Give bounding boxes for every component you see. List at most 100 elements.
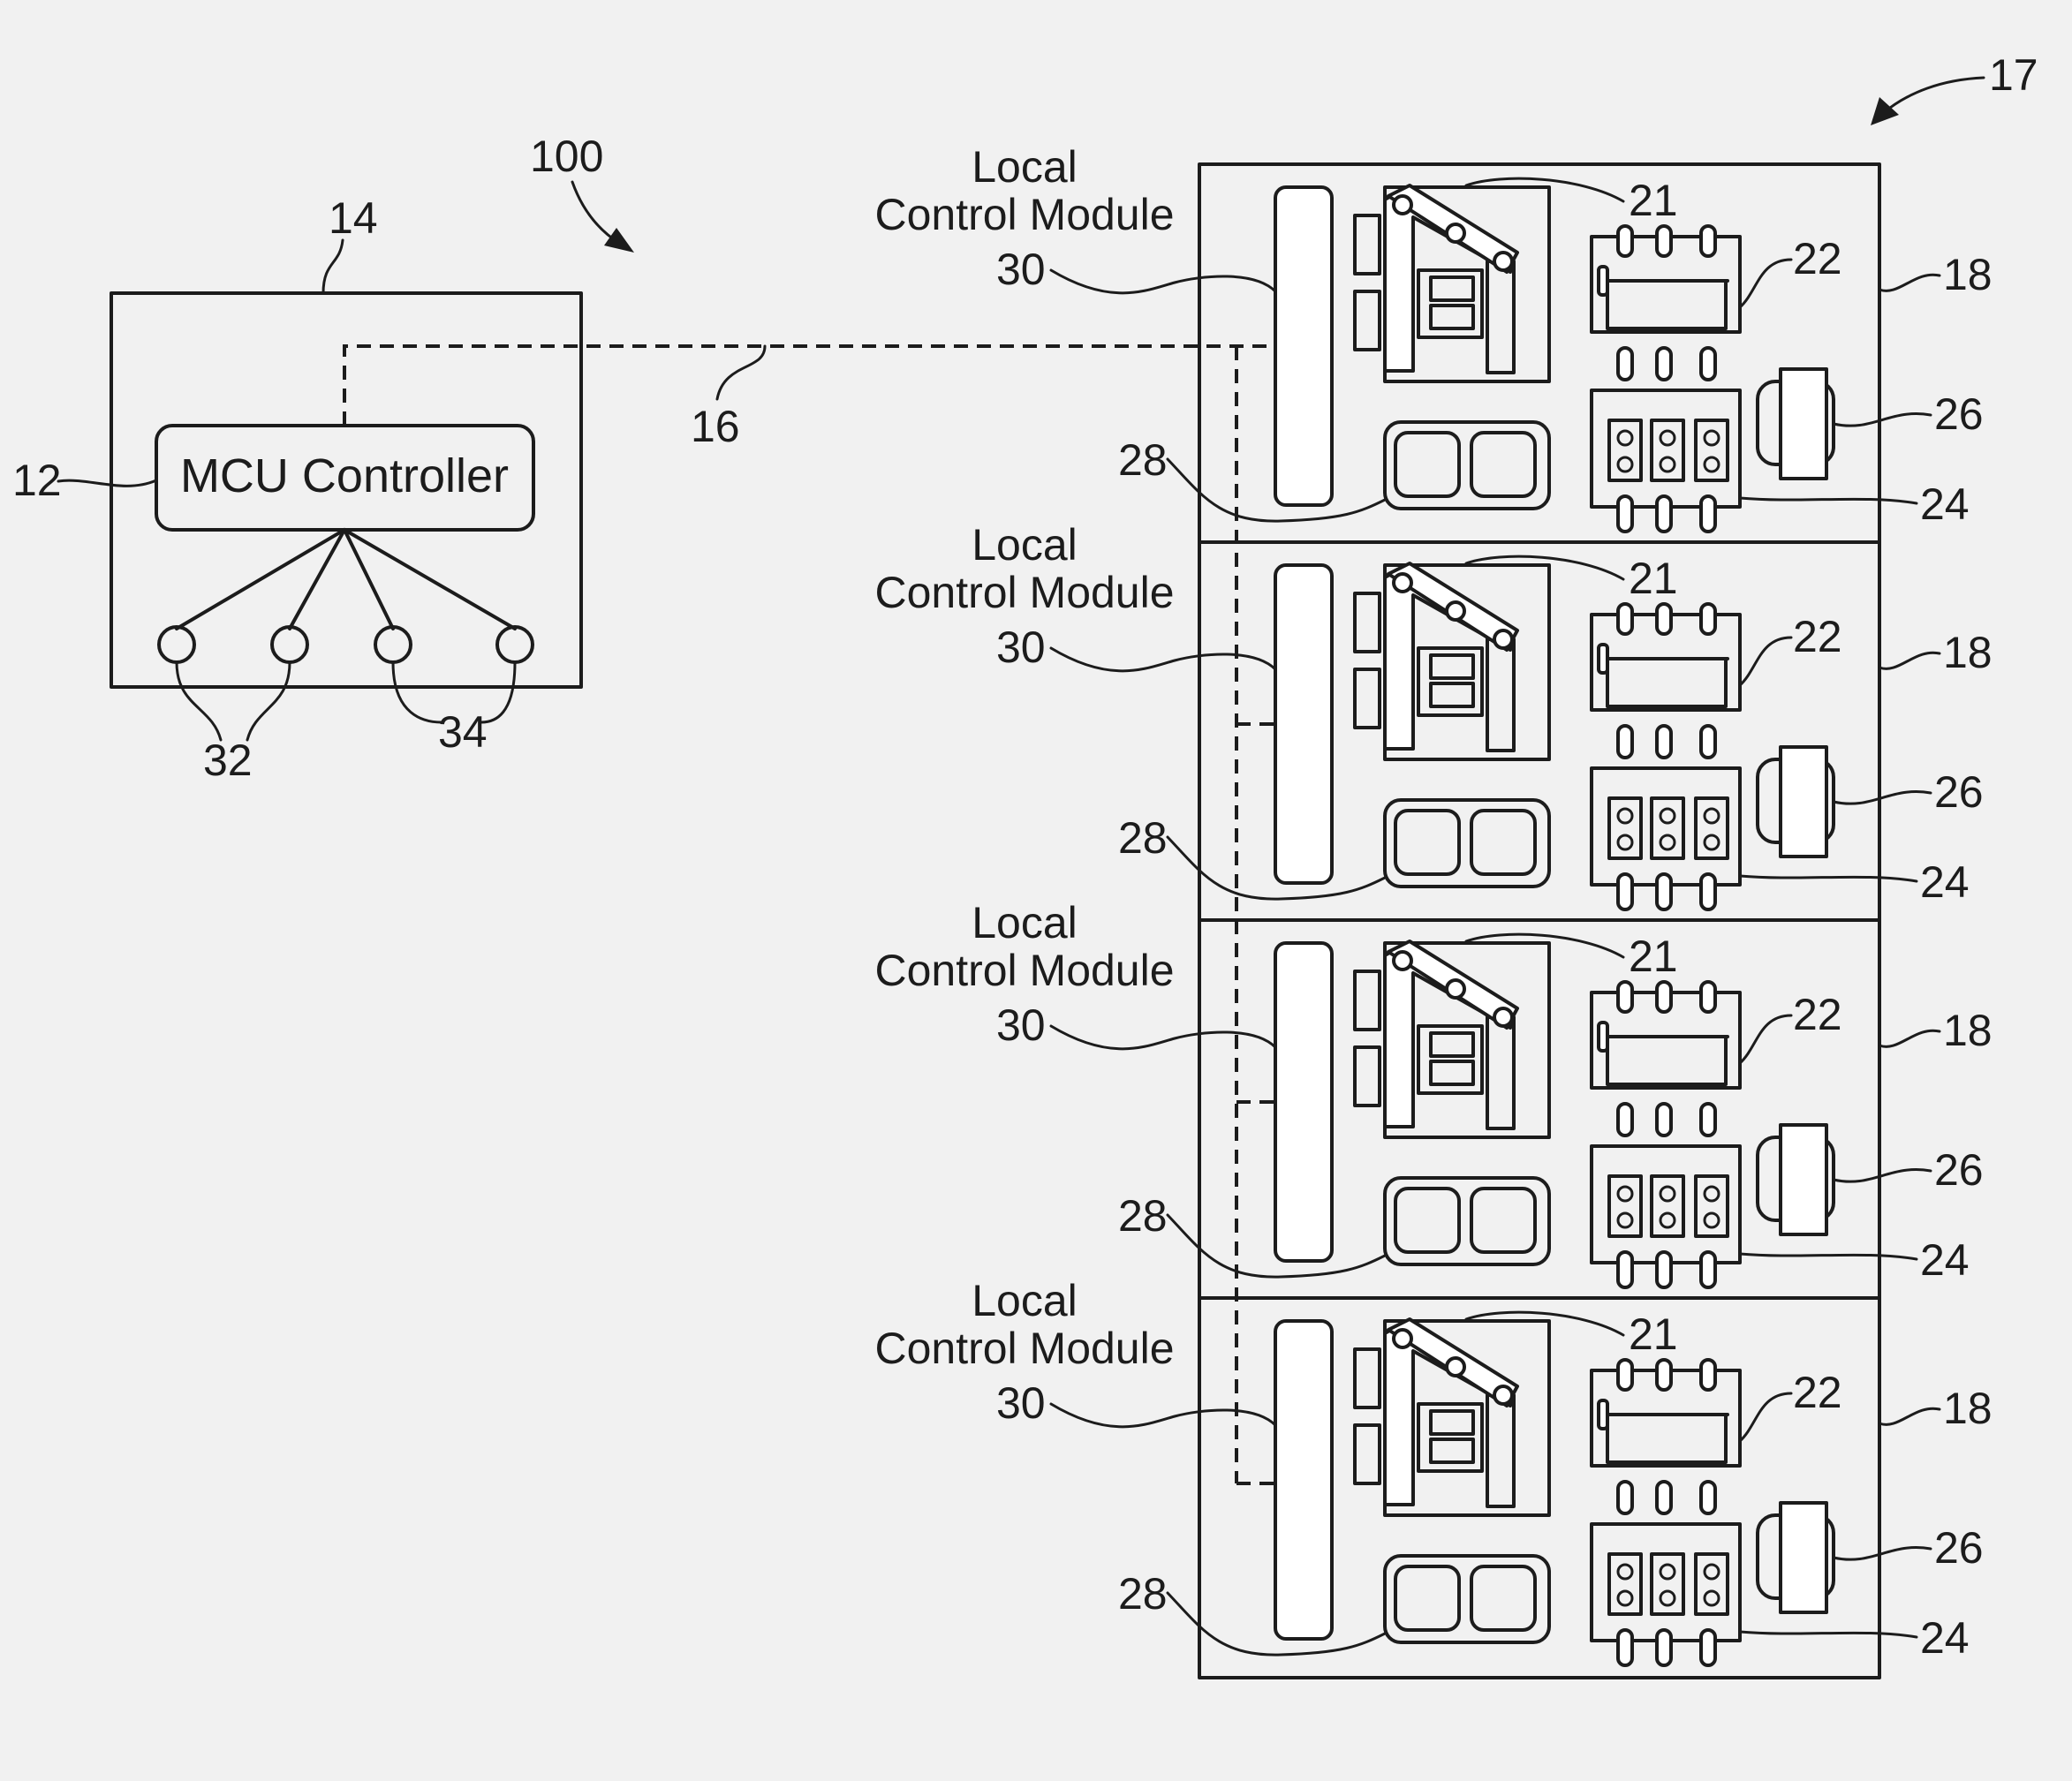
ref-18-leader xyxy=(1878,1407,1941,1426)
ref-21-label: 21 xyxy=(1629,1309,1678,1359)
contactor xyxy=(1590,224,1742,381)
controller-enclosure: 14 xyxy=(110,193,583,689)
contactor xyxy=(1590,980,1742,1137)
ref-28-label: 28 xyxy=(1118,1191,1168,1241)
circuit-breaker xyxy=(1590,766,1742,911)
transformer xyxy=(1756,1123,1835,1236)
ref-26-leader xyxy=(1832,1546,1932,1561)
ref-21-label: 21 xyxy=(1629,554,1678,603)
module-caption-line2: Control Module xyxy=(874,190,1174,239)
ref-24-label: 24 xyxy=(1920,479,1970,529)
ref-21-leader xyxy=(1464,1310,1625,1337)
ref-18-leader xyxy=(1878,273,1941,292)
mcu-controller-label: MCU Controller xyxy=(180,449,509,502)
overload-relay xyxy=(1353,184,1551,383)
ref-24-label: 24 xyxy=(1920,857,1970,907)
terminal-block xyxy=(1383,1176,1551,1266)
module-caption-line1: Local xyxy=(972,142,1078,192)
ref-100-arrowhead xyxy=(604,228,634,253)
ref-26-label: 26 xyxy=(1934,1145,1984,1195)
ref-12-label: 12 xyxy=(12,456,62,505)
ref-28-leader xyxy=(1166,457,1387,523)
ref-24-leader xyxy=(1738,874,1918,883)
module-caption-line2: Control Module xyxy=(874,1324,1174,1373)
ref-28-leader xyxy=(1166,835,1387,901)
contactor xyxy=(1590,1358,1742,1515)
ref-28-label: 28 xyxy=(1118,1569,1168,1619)
terminal-block xyxy=(1383,798,1551,888)
ref-26-leader xyxy=(1832,1168,1932,1183)
module-caption-line1: Local xyxy=(972,1276,1078,1325)
ref-34-label: 34 xyxy=(438,707,488,757)
local-control-module xyxy=(1274,941,1334,1263)
local-control-module xyxy=(1274,563,1334,885)
ref-24-label: 24 xyxy=(1920,1235,1970,1285)
ref-26-label: 26 xyxy=(1934,389,1984,439)
indicator-light xyxy=(374,625,412,664)
ref-28-leader xyxy=(1166,1591,1387,1656)
ref-22-leader xyxy=(1738,1392,1793,1443)
ref-30-label: 30 xyxy=(996,245,1046,294)
circuit-breaker xyxy=(1590,389,1742,533)
ref-22-label: 22 xyxy=(1793,612,1842,661)
ref-17-arrowhead xyxy=(1871,97,1899,125)
contactor xyxy=(1590,602,1742,759)
module-caption-line1: Local xyxy=(972,520,1078,570)
module-caption-line2: Control Module xyxy=(874,568,1174,617)
circuit-breaker xyxy=(1590,1522,1742,1667)
ref-30-leader xyxy=(1049,646,1277,673)
mcc-bucket xyxy=(1274,940,1835,1289)
ref-17-label: 17 xyxy=(1989,50,2038,100)
ref-30-label: 30 xyxy=(996,1000,1046,1050)
ref-21-label: 21 xyxy=(1629,932,1678,981)
overload-relay xyxy=(1353,1317,1551,1517)
ref-30-label: 30 xyxy=(996,623,1046,672)
ref-18-label: 18 xyxy=(1943,1384,1993,1433)
ref-18-label: 18 xyxy=(1943,250,1993,299)
ref-28-leader xyxy=(1166,1213,1387,1279)
ref-18-label: 18 xyxy=(1943,628,1993,677)
ref-22-leader xyxy=(1738,258,1793,309)
ref-24-leader xyxy=(1738,1252,1918,1261)
ref-14-label: 14 xyxy=(329,193,378,243)
mcc-bucket xyxy=(1274,562,1835,911)
module-caption-line1: Local xyxy=(972,898,1078,947)
local-control-module xyxy=(1274,1319,1334,1641)
ref-30-leader xyxy=(1049,1402,1277,1429)
transformer xyxy=(1756,367,1835,480)
ref-21-label: 21 xyxy=(1629,176,1678,225)
transformer xyxy=(1756,745,1835,858)
mcu-controller-box: MCU Controller xyxy=(155,424,535,532)
ref-24-label: 24 xyxy=(1920,1613,1970,1663)
mcc-lineup xyxy=(1198,162,1881,1679)
ref-28-label: 28 xyxy=(1118,435,1168,485)
ref-22-label: 22 xyxy=(1793,990,1842,1039)
transformer xyxy=(1756,1501,1835,1614)
mcc-bucket xyxy=(1274,184,1835,533)
ref-21-leader xyxy=(1464,177,1625,203)
communication-network xyxy=(343,344,1275,1485)
ref-18-leader xyxy=(1878,1029,1941,1048)
ref-24-leader xyxy=(1738,1630,1918,1639)
overload-relay xyxy=(1353,562,1551,761)
ref-26-leader xyxy=(1832,790,1932,805)
ref-28-label: 28 xyxy=(1118,813,1168,863)
ref-30-label: 30 xyxy=(996,1378,1046,1428)
ref-100-label: 100 xyxy=(530,132,603,181)
ref-21-leader xyxy=(1464,932,1625,959)
indicator-light xyxy=(495,625,534,664)
circuit-breaker xyxy=(1590,1144,1742,1289)
ref-16-label: 16 xyxy=(691,402,740,451)
ref-18-leader xyxy=(1878,651,1941,670)
ref-26-label: 26 xyxy=(1934,767,1984,817)
mcc-bucket xyxy=(1274,1317,1835,1667)
overload-relay xyxy=(1353,940,1551,1139)
ref-21-leader xyxy=(1464,555,1625,581)
ref-26-leader xyxy=(1832,412,1932,427)
indicator-light xyxy=(270,625,309,664)
terminal-block xyxy=(1383,1554,1551,1644)
ref-22-label: 22 xyxy=(1793,234,1842,283)
ref-30-leader xyxy=(1049,1024,1277,1051)
